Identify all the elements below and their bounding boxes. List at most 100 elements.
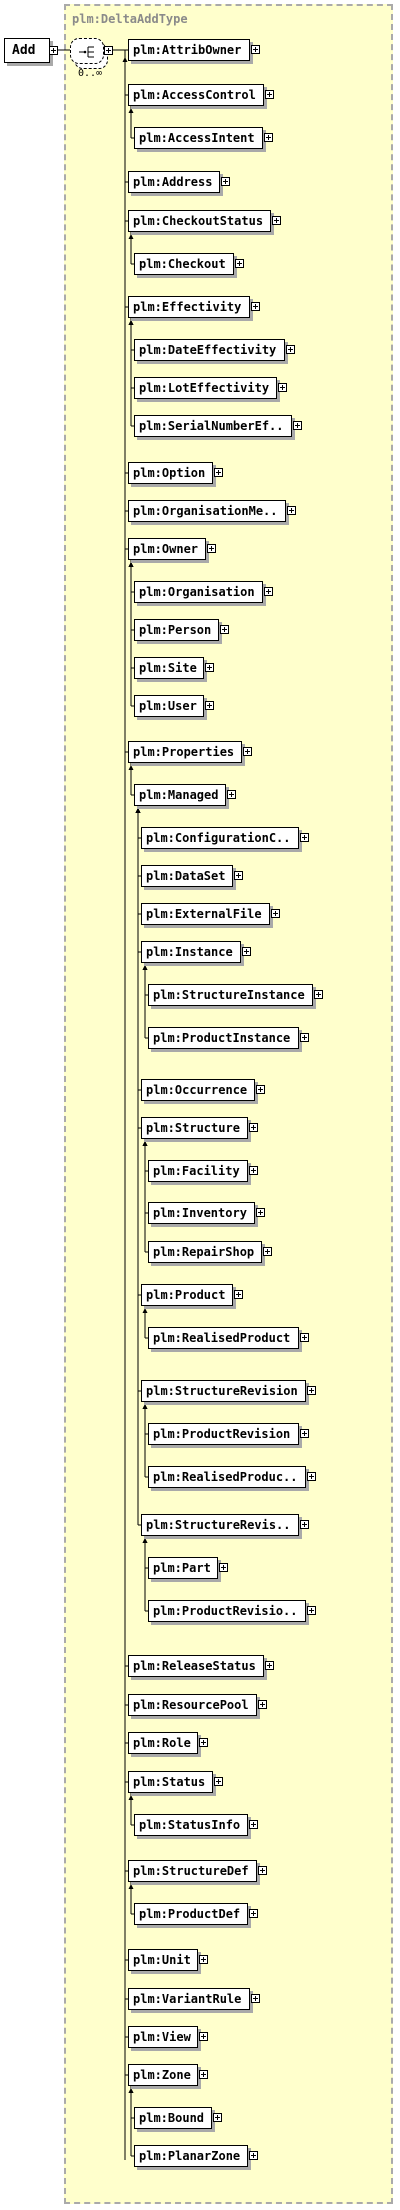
- expand-icon[interactable]: [234, 871, 243, 880]
- element-node[interactable]: plm:Inventory: [148, 1202, 255, 1224]
- element-node[interactable]: plm:ProductDef: [134, 1903, 248, 1925]
- expand-icon[interactable]: [214, 1777, 223, 1786]
- element-node[interactable]: plm:VariantRule: [128, 1988, 250, 2010]
- expand-icon[interactable]: [307, 1386, 316, 1395]
- expand-icon[interactable]: [249, 1166, 258, 1175]
- expand-icon[interactable]: [286, 345, 295, 354]
- element-node[interactable]: plm:ReleaseStatus: [128, 1655, 264, 1677]
- expand-icon[interactable]: [234, 1290, 243, 1299]
- root-element-add[interactable]: Add: [4, 38, 50, 63]
- element-node[interactable]: plm:DataSet: [141, 865, 233, 887]
- choice-compositor[interactable]: [70, 38, 104, 64]
- element-node[interactable]: plm:Person: [134, 619, 219, 641]
- expand-icon[interactable]: [249, 2151, 258, 2160]
- element-node[interactable]: plm:SerialNumberEf..: [134, 415, 292, 437]
- expand-icon[interactable]: [265, 90, 274, 99]
- expand-icon[interactable]: [219, 1563, 228, 1572]
- expand-icon[interactable]: [235, 259, 244, 268]
- element-node[interactable]: plm:CheckoutStatus: [128, 210, 271, 232]
- element-node[interactable]: plm:ResourcePool: [128, 1694, 257, 1716]
- element-node[interactable]: plm:Product: [141, 1284, 233, 1306]
- expand-icon[interactable]: [220, 625, 229, 634]
- expand-icon[interactable]: [278, 383, 287, 392]
- expand-icon[interactable]: [307, 1606, 316, 1615]
- element-node[interactable]: plm:ProductRevision: [148, 1423, 299, 1445]
- expand-icon[interactable]: [251, 45, 260, 54]
- element-node[interactable]: plm:RealisedProduc..: [148, 1466, 306, 1488]
- expand-icon[interactable]: [287, 506, 296, 515]
- expand-icon[interactable]: [227, 790, 236, 799]
- element-node[interactable]: plm:Effectivity: [128, 296, 250, 318]
- element-node[interactable]: plm:Managed: [134, 784, 226, 806]
- expand-icon[interactable]: [251, 1994, 260, 2003]
- element-node[interactable]: plm:Properties: [128, 741, 242, 763]
- expand-icon[interactable]: [258, 1700, 267, 1709]
- expand-icon[interactable]: [199, 1955, 208, 1964]
- element-node[interactable]: plm:Checkout: [134, 253, 234, 275]
- expand-icon[interactable]: [300, 1033, 309, 1042]
- expand-icon[interactable]: [256, 1208, 265, 1217]
- element-node[interactable]: plm:Structure: [141, 1117, 248, 1139]
- element-node[interactable]: plm:AccessIntent: [134, 127, 263, 149]
- compositor-expand-icon[interactable]: [104, 46, 113, 55]
- element-node[interactable]: plm:OrganisationMe..: [128, 500, 286, 522]
- expand-icon[interactable]: [300, 833, 309, 842]
- element-node[interactable]: plm:Owner: [128, 538, 206, 560]
- expand-icon[interactable]: [213, 2113, 222, 2122]
- expand-icon[interactable]: [205, 663, 214, 672]
- expand-icon[interactable]: [265, 1661, 274, 1670]
- expand-icon[interactable]: [300, 1520, 309, 1529]
- element-node[interactable]: plm:Unit: [128, 1949, 198, 1971]
- element-node[interactable]: plm:PlanarZone: [134, 2145, 248, 2167]
- expand-icon[interactable]: [242, 947, 251, 956]
- element-node[interactable]: plm:View: [128, 2026, 198, 2048]
- element-node[interactable]: plm:Occurrence: [141, 1079, 255, 1101]
- expand-icon[interactable]: [263, 1247, 272, 1256]
- expand-icon[interactable]: [258, 1866, 267, 1875]
- expand-icon[interactable]: [207, 544, 216, 553]
- expand-icon[interactable]: [214, 468, 223, 477]
- element-node[interactable]: plm:StructureDef: [128, 1860, 257, 1882]
- expand-icon[interactable]: [300, 1333, 309, 1342]
- element-node[interactable]: plm:Status: [128, 1771, 213, 1793]
- element-node[interactable]: plm:Organisation: [134, 581, 263, 603]
- element-node[interactable]: plm:ConfigurationC..: [141, 827, 299, 849]
- element-node[interactable]: plm:Bound: [134, 2107, 212, 2129]
- element-node[interactable]: plm:Zone: [128, 2064, 198, 2086]
- expand-icon[interactable]: [256, 1085, 265, 1094]
- element-node[interactable]: plm:RealisedProduct: [148, 1327, 299, 1349]
- element-node[interactable]: plm:StructureRevis..: [141, 1514, 299, 1536]
- element-node[interactable]: plm:Instance: [141, 941, 241, 963]
- element-node[interactable]: plm:ProductRevisio..: [148, 1600, 306, 1622]
- expand-icon[interactable]: [199, 2070, 208, 2079]
- element-node[interactable]: plm:ProductInstance: [148, 1027, 299, 1049]
- element-node[interactable]: plm:LotEffectivity: [134, 377, 277, 399]
- element-node[interactable]: plm:AttribOwner: [128, 39, 250, 61]
- element-node[interactable]: plm:StructureRevision: [141, 1380, 306, 1402]
- expand-icon[interactable]: [272, 216, 281, 225]
- expand-icon[interactable]: [249, 1909, 258, 1918]
- element-node[interactable]: plm:Site: [134, 657, 204, 679]
- element-node[interactable]: plm:Role: [128, 1732, 198, 1754]
- expand-icon[interactable]: [205, 701, 214, 710]
- element-node[interactable]: plm:AccessControl: [128, 84, 264, 106]
- expand-icon[interactable]: [264, 133, 273, 142]
- expand-icon[interactable]: [271, 909, 280, 918]
- element-node[interactable]: plm:DateEffectivity: [134, 339, 285, 361]
- expand-icon[interactable]: [199, 1738, 208, 1747]
- expand-icon[interactable]: [249, 1123, 258, 1132]
- element-node[interactable]: plm:ExternalFile: [141, 903, 270, 925]
- expand-icon[interactable]: [251, 302, 260, 311]
- element-node[interactable]: plm:User: [134, 695, 204, 717]
- element-node[interactable]: plm:Part: [148, 1557, 218, 1579]
- expand-icon[interactable]: [307, 1472, 316, 1481]
- expand-icon[interactable]: [249, 1820, 258, 1829]
- root-expand-icon[interactable]: [49, 46, 58, 55]
- element-node[interactable]: plm:Address: [128, 171, 220, 193]
- expand-icon[interactable]: [293, 421, 302, 430]
- expand-icon[interactable]: [300, 1429, 309, 1438]
- expand-icon[interactable]: [243, 747, 252, 756]
- element-node[interactable]: plm:StructureInstance: [148, 984, 313, 1006]
- expand-icon[interactable]: [264, 587, 273, 596]
- expand-icon[interactable]: [314, 990, 323, 999]
